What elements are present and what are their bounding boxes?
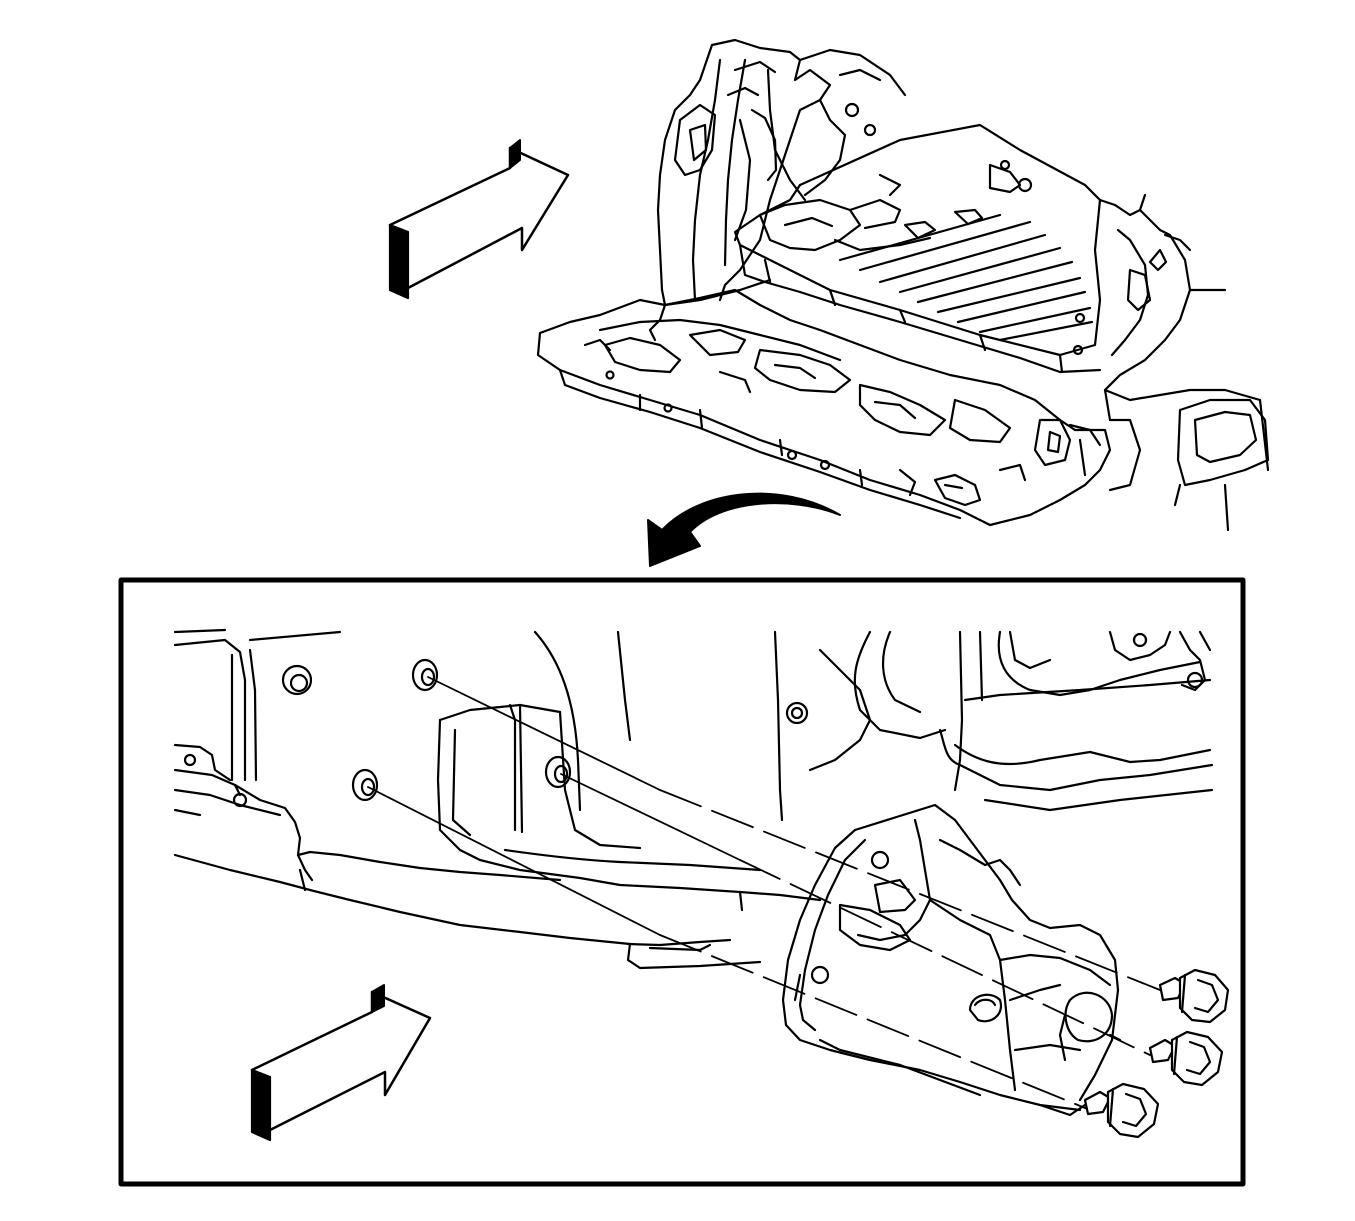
bolt-hole [351, 768, 379, 802]
overview-view-arrow [388, 139, 570, 300]
flange-bolt-icon [1083, 1082, 1160, 1139]
flange-bolts [1083, 968, 1230, 1139]
frame-rail [173, 753, 762, 970]
right-quarter-panel [1098, 193, 1270, 532]
alignment-lines [367, 676, 1161, 1111]
mounting-bracket [781, 803, 1122, 1117]
detail-body-structure [173, 628, 1214, 912]
bolt-hole [544, 755, 572, 789]
transition-curved-arrow [647, 492, 841, 567]
flange-bolt-icon [1148, 1030, 1224, 1087]
left-body-pillar [656, 38, 907, 307]
detail-view-arrow [250, 984, 432, 1142]
detail-view [118, 577, 1246, 1187]
rear-end-panel [536, 288, 1112, 527]
flange-bolt-icon [1158, 968, 1230, 1024]
bolt-holes [351, 658, 572, 802]
bolt-hole [411, 658, 439, 692]
detail-frame [118, 577, 1246, 1187]
overview-view [388, 38, 1270, 567]
rear-floor-pan [733, 123, 1102, 374]
